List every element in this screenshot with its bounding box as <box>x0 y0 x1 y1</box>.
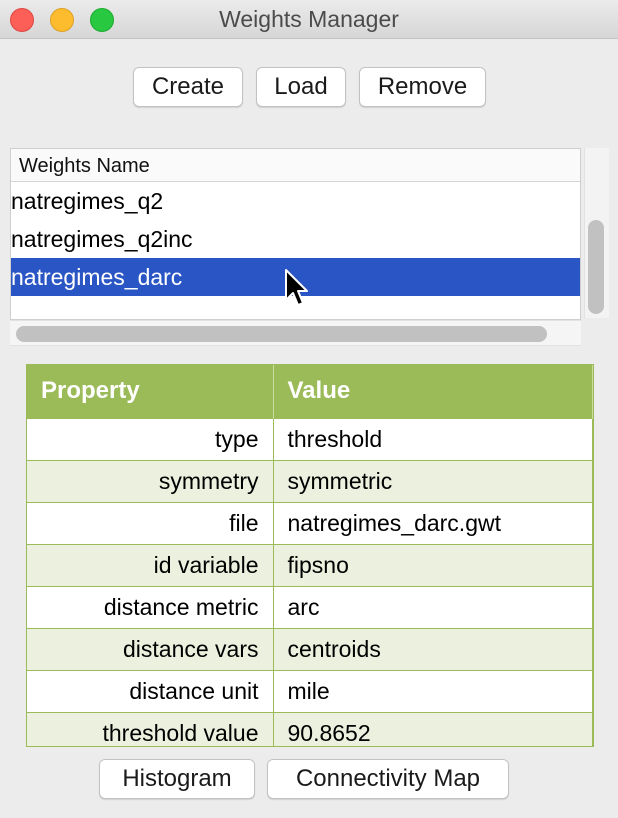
table-row: distance unit mile <box>27 669 593 712</box>
table-row: distance metric arc <box>27 585 593 628</box>
table-row: type threshold <box>27 417 593 460</box>
list-item[interactable]: natregimes_q2 <box>11 188 164 214</box>
table-row: file natregimes_darc.gwt <box>27 501 593 544</box>
title-bar: Weights Manager <box>0 0 618 39</box>
property-value: arc <box>273 585 593 628</box>
load-button[interactable]: Load <box>256 67 346 107</box>
remove-button[interactable]: Remove <box>359 67 486 107</box>
property-name: distance vars <box>27 627 274 670</box>
property-value: 90.8652 <box>273 711 593 746</box>
mouse-pointer-icon <box>285 269 308 306</box>
table-row: id variable fipsno <box>27 543 593 586</box>
window-title: Weights Manager <box>219 6 399 32</box>
zoom-window-button[interactable] <box>90 8 114 32</box>
minimize-window-button[interactable] <box>50 8 74 32</box>
property-value: threshold <box>273 417 593 460</box>
property-name: file <box>27 501 274 544</box>
table-row: symmetry symmetric <box>27 459 593 502</box>
property-name: id variable <box>27 543 274 586</box>
table-row: threshold value 90.8652 <box>27 711 593 746</box>
property-name: distance metric <box>27 585 274 628</box>
properties-table: Property Value type threshold symmetry s… <box>26 364 594 747</box>
property-name: type <box>27 417 274 460</box>
property-value: fipsno <box>273 543 593 586</box>
connectivity-map-button[interactable]: Connectivity Map <box>267 759 509 799</box>
property-value: natregimes_darc.gwt <box>273 501 593 544</box>
list-item[interactable]: natregimes_q2inc <box>11 226 193 252</box>
weights-name-column-header[interactable]: Weights Name <box>11 149 580 182</box>
close-window-button[interactable] <box>10 8 34 32</box>
value-column-header: Value <box>273 365 593 418</box>
table-row: distance vars centroids <box>27 627 593 670</box>
property-column-header: Property <box>27 365 274 418</box>
vertical-scroll-thumb[interactable] <box>588 220 604 314</box>
property-value: centroids <box>273 627 593 670</box>
property-value: mile <box>273 669 593 712</box>
horizontal-scroll-thumb[interactable] <box>16 326 547 342</box>
property-name: symmetry <box>27 459 274 502</box>
property-name: distance unit <box>27 669 274 712</box>
property-name: threshold value <box>27 711 274 746</box>
property-value: symmetric <box>273 459 593 502</box>
create-button[interactable]: Create <box>133 67 243 107</box>
histogram-button[interactable]: Histogram <box>99 759 255 799</box>
